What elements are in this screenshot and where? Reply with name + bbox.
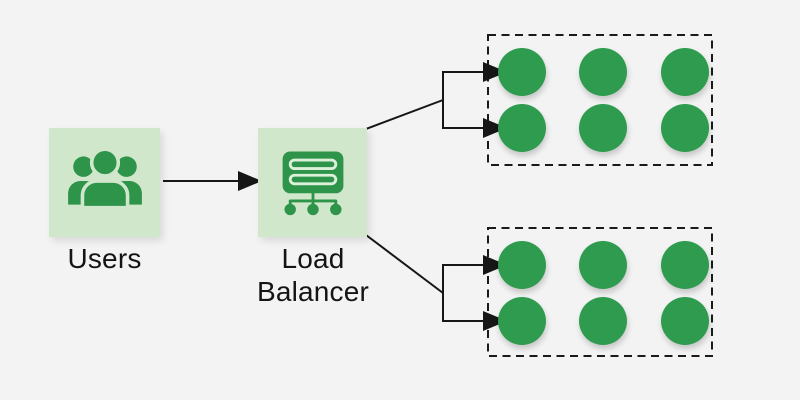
server-node xyxy=(579,104,627,152)
server-node xyxy=(498,104,546,152)
load-balancer-node-label: Load Balancer xyxy=(256,243,370,307)
load-balancer-node xyxy=(258,128,367,237)
server-node xyxy=(579,241,627,289)
server-node xyxy=(579,297,627,345)
edge-lb-to-cluster1-diagonal xyxy=(365,99,444,130)
server-node xyxy=(661,297,709,345)
server-node xyxy=(579,48,627,96)
users-node-label: Users xyxy=(67,243,142,274)
server-node xyxy=(661,48,709,96)
load-balancer-icon xyxy=(275,142,351,223)
server-cluster-1 xyxy=(487,34,713,165)
server-node xyxy=(498,297,546,345)
users-node xyxy=(49,128,160,237)
server-node xyxy=(498,48,546,96)
server-cluster-2 xyxy=(487,227,713,356)
server-node xyxy=(498,241,546,289)
users-icon xyxy=(64,139,146,226)
server-node xyxy=(661,241,709,289)
server-node xyxy=(661,104,709,152)
